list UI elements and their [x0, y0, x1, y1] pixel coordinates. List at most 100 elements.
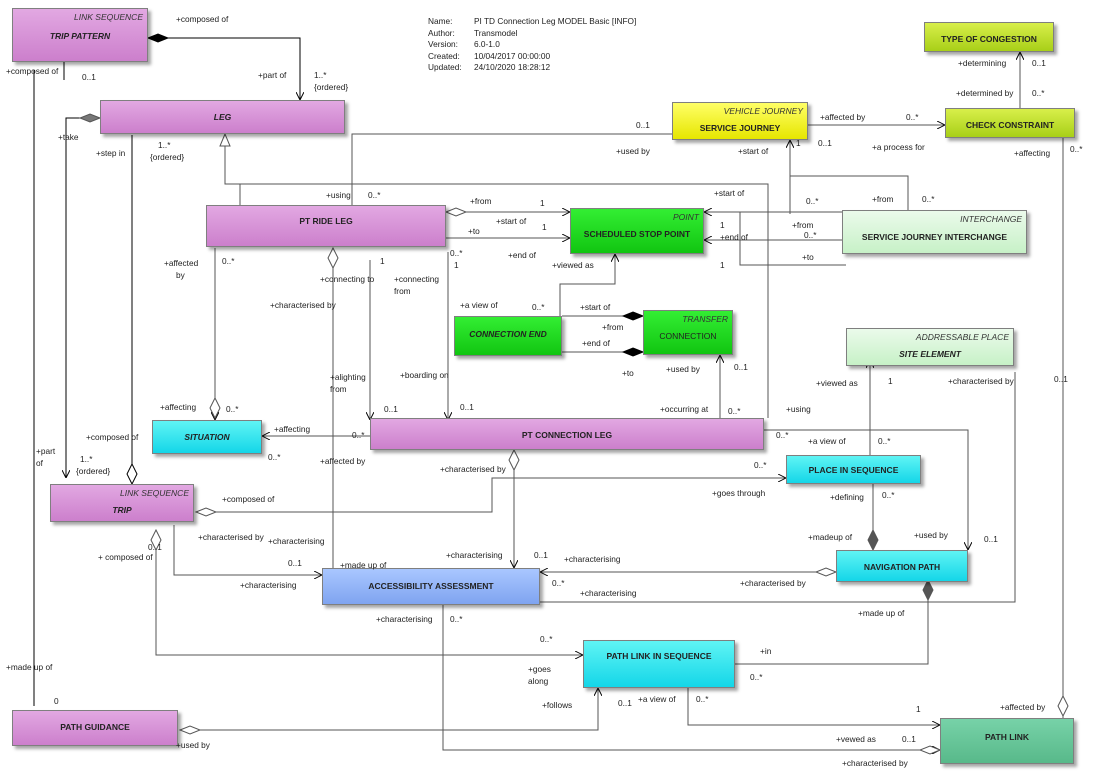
- class-connection-end[interactable]: CONNECTION END: [454, 316, 562, 356]
- multiplicity-label: 0..1: [618, 698, 632, 708]
- class-name: PT CONNECTION LEG: [521, 430, 613, 440]
- info-author-value: Transmodel: [474, 27, 518, 38]
- class-trip[interactable]: LINK SEQUENCE TRIP: [50, 484, 194, 522]
- assoc-label: +boarding on: [400, 370, 449, 380]
- class-name: PT RIDE LEG: [299, 216, 353, 226]
- multiplicity-label: 0..1: [1054, 374, 1068, 384]
- class-site-element[interactable]: ADDRESSABLE PLACE SITE ELEMENT: [846, 328, 1014, 366]
- assoc-label: from: [394, 286, 411, 296]
- info-updated-value: 24/10/2020 18:28:12: [474, 62, 551, 72]
- class-service-journey-interchange[interactable]: INTERCHANGE SERVICE JOURNEY INTERCHANGE: [842, 210, 1027, 254]
- multiplicity-label: 1: [540, 198, 545, 208]
- stereotype-label: POINT: [673, 212, 699, 222]
- info-version-value: 6.0-1.0: [474, 39, 500, 49]
- multiplicity-label: 1..*: [80, 454, 93, 464]
- assoc-label: +part: [36, 446, 56, 456]
- multiplicity-label: 1: [454, 260, 459, 270]
- assoc-label: +characterised by: [270, 300, 336, 310]
- multiplicity-label: 1: [916, 704, 921, 714]
- assoc-label: +to: [468, 226, 480, 236]
- assoc-label: +characterising: [446, 550, 503, 560]
- class-pt-ride-leg[interactable]: PT RIDE LEG: [206, 205, 446, 247]
- class-place-in-sequence[interactable]: PLACE IN SEQUENCE: [786, 455, 921, 484]
- class-situation[interactable]: SITUATION: [152, 420, 262, 454]
- assoc-label: of: [36, 458, 43, 468]
- multiplicity-label: 0..*: [882, 490, 895, 500]
- class-name: LEG: [213, 112, 232, 122]
- class-pt-connection-leg[interactable]: PT CONNECTION LEG: [370, 418, 764, 450]
- info-name-key: Name:: [428, 16, 453, 26]
- class-check-constraint[interactable]: CHECK CONSTRAINT: [945, 108, 1075, 138]
- class-name: SCHEDULED STOP POINT: [583, 229, 691, 239]
- assoc-label: +characterising: [240, 580, 297, 590]
- multiplicity-label: 0..*: [906, 112, 919, 122]
- class-accessibility-assessment[interactable]: ACCESSIBILITY ASSESSMENT: [322, 568, 540, 605]
- assoc-label: +part of: [258, 70, 287, 80]
- info-author-key: Author:: [428, 27, 455, 38]
- assoc-label: +end of: [720, 232, 748, 242]
- assoc-label: +end of: [582, 338, 610, 348]
- assoc-label: +from: [470, 196, 492, 206]
- assoc-label: +used by: [176, 740, 210, 750]
- stereotype-label: TRANSFER: [682, 314, 728, 324]
- class-path-guidance[interactable]: PATH GUIDANCE: [12, 710, 178, 746]
- stereotype-label: INTERCHANGE: [960, 214, 1022, 224]
- class-navigation-path[interactable]: NAVIGATION PATH: [836, 550, 968, 582]
- class-scheduled-stop-point[interactable]: POINT SCHEDULED STOP POINT: [570, 208, 704, 254]
- multiplicity-label: 1: [380, 256, 385, 266]
- assoc-label: +connecting: [394, 274, 439, 284]
- assoc-label: +composed of: [86, 432, 139, 442]
- class-service-journey[interactable]: VEHICLE JOURNEY SERVICE JOURNEY: [672, 102, 808, 140]
- multiplicity-label: 0..*: [922, 194, 935, 204]
- multiplicity-label: 0..1: [902, 734, 916, 744]
- class-path-link[interactable]: PATH LINK: [940, 718, 1074, 764]
- assoc-label: +determining: [958, 58, 1007, 68]
- assoc-label: +affected by: [1000, 702, 1046, 712]
- constraint-label: {ordered}: [76, 466, 111, 476]
- assoc-label: +start of: [714, 188, 745, 198]
- multiplicity-label: 1: [720, 220, 725, 230]
- multiplicity-label: 0..1: [534, 550, 548, 560]
- multiplicity-label: 0..*: [540, 634, 553, 644]
- multiplicity-label: 0..1: [148, 542, 162, 552]
- class-connection[interactable]: TRANSFER CONNECTION: [643, 310, 733, 355]
- assoc-label: +viewed as: [816, 378, 858, 388]
- class-name: TRIP: [112, 505, 132, 515]
- multiplicity-label: 0..*: [1070, 144, 1083, 154]
- class-name: PATH LINK IN SEQUENCE: [606, 651, 712, 661]
- multiplicity-label: 0..*: [552, 578, 565, 588]
- class-name: PATH GUIDANCE: [60, 722, 130, 732]
- class-path-link-in-sequence[interactable]: PATH LINK IN SEQUENCE: [583, 640, 735, 688]
- info-created-key: Created:: [428, 50, 460, 61]
- assoc-label: +used by: [666, 364, 700, 374]
- multiplicity-label: 0..*: [878, 436, 891, 446]
- multiplicity-label: 1: [796, 138, 801, 148]
- class-type-of-congestion[interactable]: TYPE OF CONGESTION: [924, 22, 1054, 52]
- class-name: PATH LINK: [984, 732, 1030, 742]
- stereotype-label: LINK SEQUENCE: [74, 12, 143, 22]
- class-trip-pattern[interactable]: LINK SEQUENCE TRIP PATTERN: [12, 8, 148, 62]
- info-updated-key: Updated:: [428, 62, 462, 72]
- assoc-label: +using: [786, 404, 811, 414]
- assoc-label: +characterising: [376, 614, 433, 624]
- constraint-label: {ordered}: [314, 82, 349, 92]
- info-created-value: 10/04/2017 00:00:00: [474, 50, 551, 61]
- assoc-label: +affecting: [274, 424, 311, 434]
- assoc-label: +goes: [528, 664, 551, 674]
- multiplicity-label: 1: [888, 376, 893, 386]
- multiplicity-label: 0..1: [1032, 58, 1046, 68]
- assoc-label: +characterised by: [948, 376, 1014, 386]
- assoc-label: +composed of: [6, 66, 59, 76]
- class-name: PLACE IN SEQUENCE: [808, 465, 899, 475]
- class-leg[interactable]: LEG: [100, 100, 345, 134]
- assoc-label: +used by: [616, 146, 650, 156]
- assoc-label: +connecting to: [320, 274, 375, 284]
- multiplicity-label: 0..*: [750, 672, 763, 682]
- assoc-label: +determined by: [956, 88, 1014, 98]
- multiplicity-label: 0..1: [984, 534, 998, 544]
- assoc-label: +characterised by: [842, 758, 908, 768]
- assoc-label: +composed of: [222, 494, 275, 504]
- assoc-label: by: [176, 270, 185, 280]
- class-name: SERVICE JOURNEY: [699, 123, 781, 133]
- assoc-label: +madeup of: [808, 532, 853, 542]
